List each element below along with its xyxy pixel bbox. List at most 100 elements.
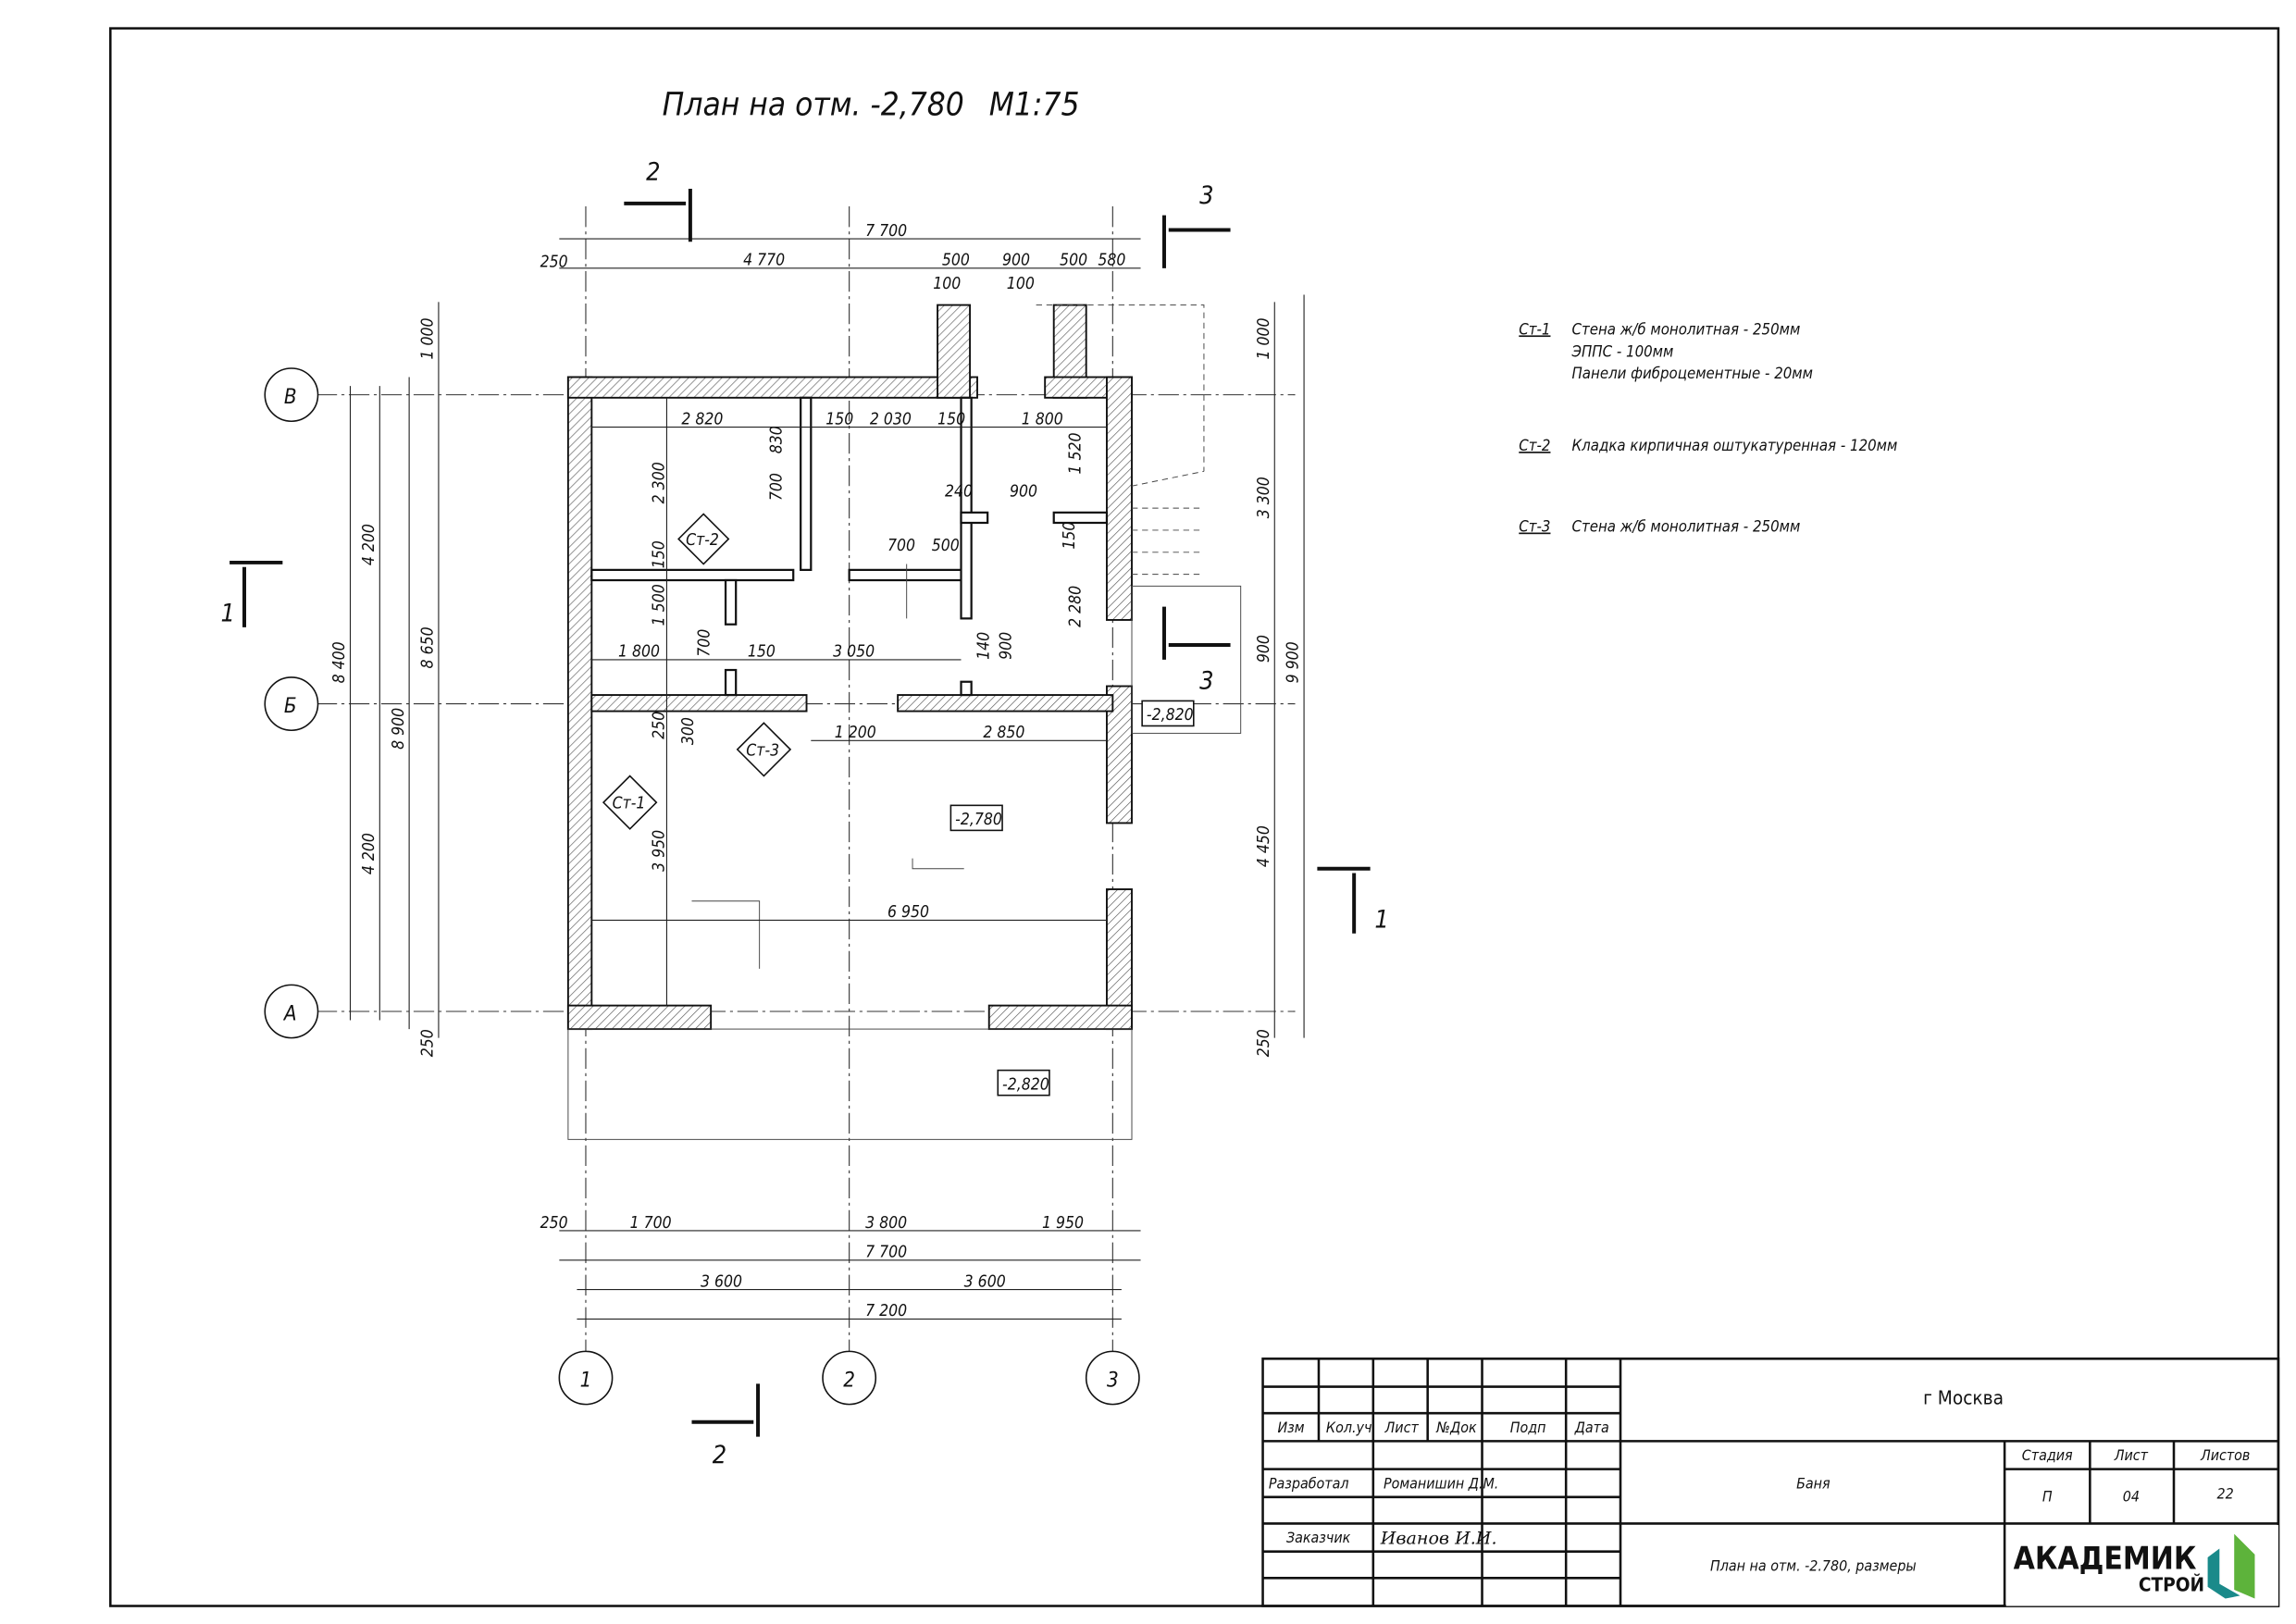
section-marks: 2 2 3 3 1 1 (221, 157, 1389, 1469)
dim-label: 900 (1002, 252, 1030, 270)
dims-left: 1 000 4 200 8 400 8 900 8 650 4 200 250 (330, 317, 437, 1057)
dim-label: 2 820 (681, 410, 723, 428)
dim-label: 900 (1255, 635, 1273, 663)
section-label-2: 2 (713, 1441, 726, 1469)
level-mark: -2,820 (1147, 706, 1194, 725)
legend-tag: Ст-2 (1519, 437, 1550, 454)
dim-label: 4 450 (1255, 825, 1273, 867)
axis-label-3: 3 (1107, 1369, 1119, 1393)
tb-header: Кол.уч (1326, 1419, 1371, 1436)
axis-label-1: 1 (580, 1369, 592, 1393)
dim-label: 150 (1061, 522, 1079, 550)
dim-label: 1 700 (630, 1214, 672, 1233)
dim-label: 3 800 (865, 1214, 907, 1233)
logo-sub-text: СТРОЙ (2139, 1573, 2204, 1596)
dim-label: 7 700 (865, 222, 907, 241)
dim-label: 8 650 (419, 626, 438, 668)
section-label-2: 2 (646, 157, 660, 186)
dim-label: 700 (767, 473, 786, 501)
axis-bubbles: В Б А 1 2 3 (264, 367, 1140, 1406)
dim-label: 300 (679, 717, 698, 745)
axis-label-b: Б (284, 694, 297, 718)
tb-header: Подп (1510, 1419, 1546, 1436)
walls (566, 304, 1242, 1140)
tb-stage-label: Стадия (2022, 1446, 2073, 1464)
section-label-1: 1 (221, 600, 235, 628)
dim-label: 150 (650, 540, 668, 568)
tb-project: Баня (1796, 1474, 1831, 1492)
dim-label: 250 (540, 1214, 568, 1233)
legend-tag: Ст-3 (1519, 518, 1550, 536)
section-label-3: 3 (1199, 181, 1213, 210)
dim-label: 7 200 (865, 1302, 907, 1320)
dim-label: 500 (1060, 252, 1087, 270)
wall-legend: Ст-1 Стена ж/б монолитная - 250мм ЭППС -… (1519, 320, 1897, 535)
tb-stage: П (2042, 1488, 2053, 1506)
dim-label: 700 (887, 537, 915, 555)
tb-customer-label: Заказчик (1286, 1529, 1351, 1546)
drawing-title: План на отм. -2,780 (663, 86, 964, 123)
dim-label: 900 (1010, 482, 1037, 501)
dimension-lines (349, 238, 1305, 1320)
wall-tag-st1: Ст-1 (613, 795, 646, 813)
dim-label: 250 (650, 712, 668, 739)
level-mark: -2,820 (1002, 1075, 1049, 1094)
dim-label: 2 280 (1066, 586, 1085, 627)
axis-label-v: В (284, 385, 297, 409)
dim-label: 250 (540, 253, 568, 271)
legend-text: ЭППС - 100мм (1571, 342, 1674, 360)
dim-label: 6 950 (887, 903, 929, 922)
dims-inner: 2 820 150 2 030 150 1 800 1 520 830 700 … (618, 410, 1085, 922)
tb-header: №Док (1435, 1419, 1477, 1436)
dim-label: 100 (1007, 275, 1035, 293)
dim-label: 8 900 (390, 708, 408, 750)
dim-label: 2 850 (983, 724, 1024, 742)
dim-label: 2 300 (650, 462, 668, 503)
dim-label: 100 (933, 275, 961, 293)
level-mark: -2,780 (955, 811, 1002, 829)
tb-sheet: 04 (2123, 1488, 2140, 1506)
tb-developed-name: Романишин Д.М. (1384, 1474, 1498, 1492)
tb-header: Дата (1574, 1419, 1609, 1436)
dim-label: 3 600 (701, 1272, 742, 1291)
axis-label-a: А (282, 1002, 297, 1026)
dims-top: 7 700 250 4 770 500 100 900 100 500 580 (540, 222, 1126, 293)
wall-tag-st3: Ст-3 (746, 741, 779, 760)
dim-label: 4 200 (360, 833, 379, 874)
legend-tag: Ст-1 (1519, 320, 1550, 338)
tb-city: г Москва (1923, 1387, 2004, 1409)
section-label-1: 1 (1374, 905, 1388, 934)
dim-label: 2 030 (870, 410, 912, 428)
dim-label: 700 (696, 629, 714, 657)
dim-label: 150 (937, 410, 965, 428)
tb-sheets: 22 (2217, 1484, 2234, 1502)
dim-label: 500 (932, 537, 960, 555)
dim-label: 1 950 (1042, 1214, 1084, 1233)
dim-label: 1 500 (650, 584, 668, 626)
dim-label: 500 (942, 252, 970, 270)
tb-customer-name: Иванов И.И. (1380, 1529, 1497, 1549)
dim-label: 3 300 (1255, 477, 1273, 518)
dim-label: 4 770 (743, 252, 785, 270)
sheet-frame (109, 27, 2280, 1607)
drawing-scale: М1:75 (989, 86, 1080, 123)
dim-label: 3 600 (964, 1272, 1006, 1291)
logo-house-icon (2207, 1548, 2240, 1599)
tb-header: Изм (1277, 1419, 1304, 1436)
legend-text: Стена ж/б монолитная - 250мм (1572, 320, 1801, 338)
dim-label: 1 800 (1022, 410, 1063, 428)
tb-developed-label: Разработал (1269, 1474, 1349, 1492)
dim-label: 1 800 (618, 643, 660, 662)
company-logo: АКАДЕМИК СТРОЙ (2005, 1525, 2278, 1606)
dims-right: 1 000 3 300 900 9 900 4 450 250 (1255, 317, 1303, 1057)
legend-text: Кладка кирпичная оштукатуренная - 120мм (1572, 437, 1898, 454)
dim-label: 250 (1255, 1029, 1273, 1057)
dim-label: 240 (945, 482, 973, 501)
dim-label: 140 (975, 632, 994, 660)
dim-label: 1 200 (835, 724, 876, 742)
axis-label-2: 2 (843, 1369, 855, 1393)
wall-tags: Ст-1 Ст-2 Ст-3 (602, 513, 792, 830)
tb-sheets-label: Листов (2200, 1446, 2250, 1464)
tb-header: Лист (1384, 1419, 1420, 1436)
